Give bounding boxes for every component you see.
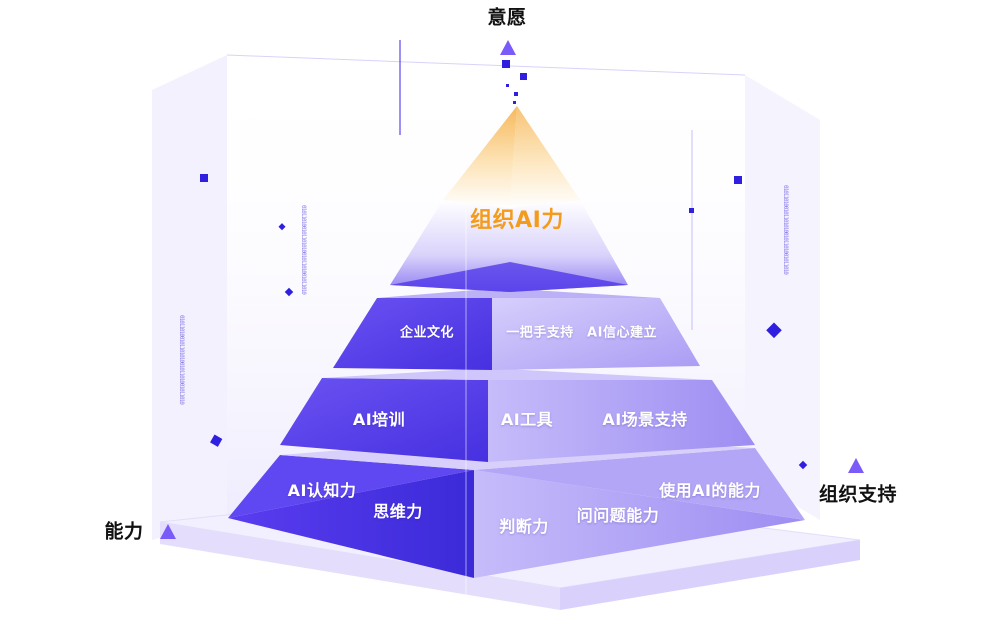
layer-label-ai-cognition: AI认知力 bbox=[287, 481, 357, 500]
layer-label-thinking: 思维力 bbox=[373, 502, 423, 521]
layer-label-leader-support: 一把手支持 bbox=[506, 325, 574, 341]
top-axis-triangle-icon bbox=[500, 40, 516, 55]
axis-label-right: 组织支持 bbox=[818, 483, 898, 506]
layer-label-ai-confidence: AI信心建立 bbox=[587, 325, 657, 341]
binary-decoration: 0101101001011010100101101001011010 bbox=[178, 315, 185, 404]
tier1-right-face bbox=[474, 470, 805, 578]
deco-diamond bbox=[210, 434, 223, 447]
tier2-right-face bbox=[488, 380, 755, 462]
deco-square bbox=[520, 73, 527, 80]
base-platform-front bbox=[160, 522, 560, 610]
binary-decoration: 0101101001011010100101101001011010 bbox=[782, 185, 789, 274]
deco-diamond bbox=[284, 287, 294, 297]
peak-left-face bbox=[443, 106, 517, 208]
tier3-left-face bbox=[333, 298, 492, 370]
tier2-top bbox=[322, 368, 712, 380]
layer-label-culture: 企业文化 bbox=[399, 325, 455, 341]
deco-square bbox=[734, 176, 742, 184]
deco-square bbox=[513, 101, 516, 104]
layer-label-ai-training: AI培训 bbox=[352, 410, 406, 429]
binary-decoration: 0101101001011010100101101001011010 bbox=[300, 205, 307, 294]
deco-square bbox=[506, 84, 509, 87]
layer-label-judgment: 判断力 bbox=[499, 517, 549, 536]
tier4-bottom-glow bbox=[390, 262, 628, 292]
glass-edge bbox=[226, 54, 746, 76]
deco-square bbox=[514, 92, 518, 96]
layer-label-ai-scenario: AI场景支持 bbox=[602, 410, 688, 429]
tier1-left-face-fill bbox=[228, 455, 474, 518]
tier3-right-face bbox=[492, 298, 700, 370]
glass-box-right bbox=[745, 75, 820, 520]
right-axis-triangle-icon bbox=[848, 458, 864, 473]
tier1-right-top bbox=[474, 448, 805, 520]
tier1-left-face bbox=[228, 470, 474, 578]
layer-label-questioning: 问问题能力 bbox=[576, 506, 660, 525]
axis-label-left: 能力 bbox=[104, 520, 144, 543]
tier3-top bbox=[377, 288, 660, 298]
left-axis-triangle-icon bbox=[160, 524, 176, 539]
peak-right-face bbox=[510, 106, 580, 208]
glass-box-left bbox=[152, 55, 227, 540]
deco-square bbox=[200, 174, 208, 182]
deco-diamond bbox=[689, 208, 694, 213]
deco-square bbox=[502, 60, 510, 68]
base-platform-side bbox=[560, 540, 860, 610]
layer-label-ai-tools: AI工具 bbox=[500, 410, 554, 429]
axis-label-top: 意愿 bbox=[487, 6, 527, 29]
deco-diamond bbox=[798, 460, 808, 470]
peak-label: 组织AI力 bbox=[470, 208, 564, 233]
deco-diamond bbox=[766, 322, 782, 339]
layer-label-ai-usage: 使用AI的能力 bbox=[659, 481, 761, 500]
tier2-left-face bbox=[280, 378, 488, 462]
deco-diamond bbox=[278, 223, 286, 231]
